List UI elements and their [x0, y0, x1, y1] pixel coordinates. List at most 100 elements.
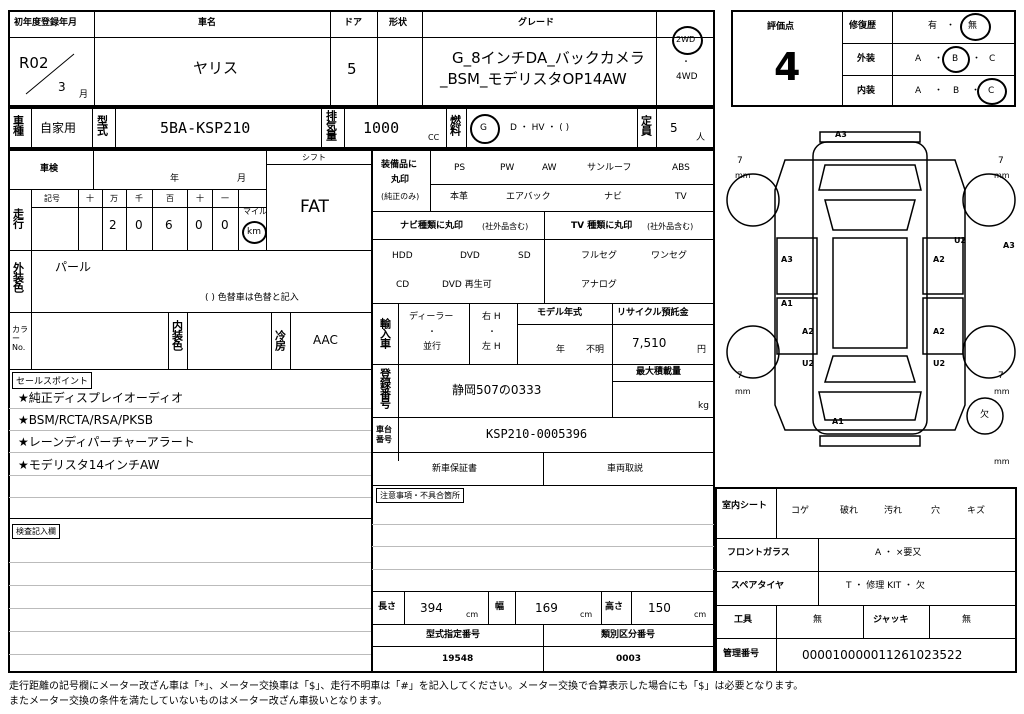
- import-row-line: [613, 381, 714, 382]
- equip-item: エアバック: [506, 192, 551, 202]
- navi-item: SD: [518, 251, 531, 261]
- left-row-line: [9, 189, 266, 190]
- sales-rule: [9, 497, 371, 498]
- class-label: 類別区分番号: [601, 630, 656, 640]
- import-col-line: [517, 304, 518, 364]
- left-col-line: [290, 313, 291, 369]
- dim-col-line: [488, 592, 489, 624]
- color-note: ( ) 色替車は色替と記入: [205, 293, 299, 303]
- left-row-line: [32, 207, 266, 208]
- interior-c: C: [988, 86, 995, 96]
- car-door-rl: [776, 297, 818, 355]
- repair-label: 修復歴: [849, 21, 877, 31]
- navi-item: CD: [396, 280, 410, 290]
- mileage-digit: 0: [195, 218, 203, 232]
- fuel-g: G: [480, 123, 487, 133]
- spec-col-line: [344, 108, 345, 148]
- navi-item: HDD: [392, 251, 413, 261]
- tire-mm: mm: [994, 457, 1010, 466]
- inspector-rule: [9, 608, 371, 609]
- caution-label: 注意事項・不具合箇所: [376, 488, 464, 503]
- equip-item: 本革: [450, 192, 469, 202]
- mgmt-value: 000010000011261023522: [802, 648, 963, 662]
- jack-label: ジャッキ: [873, 615, 909, 625]
- dim-col-line: [404, 592, 405, 624]
- sales-point: ★レーンディパーチャーアラート: [18, 435, 195, 449]
- equip-item: サンルーフ: [587, 163, 632, 173]
- doors-label: ドア: [344, 18, 363, 28]
- seat-item: 穴: [931, 506, 941, 516]
- equip-item: ナビ: [604, 192, 623, 202]
- tire-mm: mm: [994, 387, 1010, 396]
- equip-item: PW: [500, 163, 515, 173]
- import-row-line: [372, 364, 714, 365]
- inspector-rule: [9, 654, 371, 655]
- class-value: 0003: [616, 654, 642, 664]
- drive-2wd-circle: [672, 26, 703, 55]
- dim-col-line: [543, 625, 544, 672]
- drive-2wd: 2WD: [676, 35, 696, 44]
- mileage-unit-hyaku: 百: [166, 194, 174, 203]
- mileage-unit-juu2: 十: [196, 194, 204, 203]
- color-value: パール: [55, 260, 92, 274]
- equip-label-2: 丸印: [391, 175, 410, 185]
- import-right-h: 右 H: [482, 312, 501, 322]
- mileage-unit-man: 万: [110, 194, 118, 203]
- kigo-label: 記号: [44, 194, 60, 203]
- damage-mark: A3: [1003, 241, 1015, 250]
- import-col-line: [612, 304, 613, 417]
- import-dot: ・: [428, 327, 436, 336]
- navi-item: DVD 再生可: [442, 280, 492, 290]
- equip-row-line: [372, 239, 714, 240]
- car-body-outline: [812, 141, 928, 435]
- interior-row-line: [716, 538, 1016, 539]
- mgmt-label: 管理番号: [723, 649, 760, 659]
- interior-dot: ・: [971, 86, 981, 96]
- km-circle: [242, 221, 267, 244]
- spec-col-line: [321, 108, 322, 148]
- sales-point: ★モデリスタ14インチAW: [18, 458, 160, 472]
- car-outer-outline: [774, 159, 966, 431]
- inspector-rule: [9, 585, 371, 586]
- spec-col-line: [115, 108, 116, 148]
- equip-label-3: (純正のみ): [381, 192, 420, 201]
- dim-row-line: [372, 646, 714, 647]
- tire-mm: mm: [994, 171, 1010, 180]
- sales-label: セールスポイント: [12, 372, 93, 389]
- import-label: 輸入車: [378, 318, 392, 348]
- fuel-label: 燃料: [448, 115, 462, 135]
- import-row-line: [372, 452, 714, 453]
- manual-label: 車両取説: [607, 464, 644, 474]
- displacement-value: 1000: [363, 119, 400, 137]
- height-cm: cm: [694, 610, 707, 619]
- repair-no: 無: [968, 21, 978, 31]
- damage-mark: A1: [832, 417, 844, 426]
- inspector-rule: [9, 631, 371, 632]
- width-value: 169: [535, 601, 558, 615]
- interior-row-line: [716, 571, 1016, 572]
- header-col-line: [656, 11, 657, 106]
- import-dot: ・: [488, 327, 496, 336]
- left-row-line: [9, 369, 371, 370]
- left-col-line: [152, 190, 153, 250]
- tire-depth-rr: 7: [998, 371, 1004, 381]
- car-damage-diagram: [726, 131, 1016, 447]
- sales-divider: [9, 518, 371, 519]
- dim-row-line: [372, 591, 714, 592]
- mileage-label: 走行: [11, 208, 25, 228]
- header-col-line: [422, 11, 423, 106]
- interior-row-line: [716, 638, 1016, 639]
- left-row-line: [9, 312, 371, 313]
- import-parallel: 並行: [423, 342, 442, 352]
- left-col-line: [271, 313, 272, 369]
- interior-color-label: 内装色: [170, 320, 184, 350]
- damage-mark: U2: [954, 236, 967, 245]
- interior-col-line: [776, 639, 777, 672]
- first-reg-slash: [25, 53, 75, 95]
- interior-box: [715, 487, 1017, 673]
- tv-item: フルセグ: [581, 251, 618, 261]
- interior-label: 内装: [857, 86, 876, 96]
- mileage-digit: 0: [135, 218, 143, 232]
- drive-4wd: 4WD: [676, 72, 698, 82]
- km-label: km: [247, 227, 261, 237]
